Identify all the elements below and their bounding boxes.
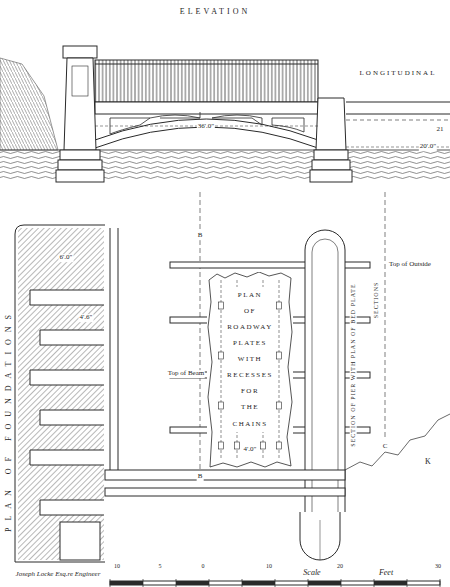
scale-unit: Feet <box>378 569 394 578</box>
chain-recess <box>277 402 282 409</box>
scale-number: 20 <box>336 563 344 570</box>
foundation-outline <box>15 225 105 562</box>
foundation-slots <box>40 500 104 515</box>
scale-fill <box>374 581 407 585</box>
pier <box>64 58 96 150</box>
elevation <box>56 170 104 182</box>
foundation-slots <box>40 330 104 345</box>
view-title: ELEVATION <box>179 8 251 17</box>
scale-fill <box>176 581 209 585</box>
foundation-slots <box>40 410 104 425</box>
plan-heading: PLAN OF FOUNDATIONS <box>4 306 13 534</box>
scale-number: 5 <box>158 563 163 570</box>
scale-fill <box>110 581 143 585</box>
foundation-slots <box>30 290 104 515</box>
spandrel-panels <box>110 112 304 134</box>
dimension: 4'.0" <box>244 445 257 453</box>
foundation-plan: PLAN OF FOUNDATIONS <box>0 225 110 565</box>
plan-heading: PLAN OF ROADWAY PLATES WITH RECESSES FOR… <box>227 287 273 432</box>
railing <box>95 60 318 102</box>
pier-base <box>300 512 340 560</box>
centre-line <box>385 192 386 440</box>
chain-recess <box>219 442 224 449</box>
chain-recess <box>277 352 282 359</box>
foundation-slots <box>30 290 104 305</box>
elevation <box>314 150 348 160</box>
section-mark: K <box>424 458 432 467</box>
scale-bar <box>110 581 440 585</box>
torn-outline <box>208 272 292 467</box>
section-mark: C <box>382 443 389 451</box>
scale-number: 0 <box>201 563 206 570</box>
elevation <box>150 115 262 118</box>
chain-recess <box>277 302 282 309</box>
roadway-plates-plan: PLAN OF ROADWAY PLATES WITH RECESSES FOR… <box>207 272 293 468</box>
elevation <box>312 160 350 170</box>
elevation <box>58 160 102 170</box>
plan <box>118 228 119 470</box>
scale-number: 10 <box>265 563 273 570</box>
section-mark: B <box>197 473 204 481</box>
dimension: 20'.0" <box>419 143 437 151</box>
pier <box>316 98 346 150</box>
scale-title: Scale <box>302 569 321 578</box>
foundation-hatch <box>18 228 104 560</box>
foundation-slots <box>30 450 104 465</box>
elevation <box>95 64 318 65</box>
deck <box>95 102 318 114</box>
chain-recess <box>261 442 266 449</box>
chain-recess <box>277 442 282 449</box>
scale-fill <box>308 581 341 585</box>
scale-fill <box>242 581 275 585</box>
scale-number: 30 <box>434 563 442 570</box>
pier-base <box>60 522 100 560</box>
level-note: Top of Beam <box>167 370 205 378</box>
chain-recess <box>219 402 224 409</box>
plan <box>320 520 321 560</box>
view-title: LONGITUDINAL <box>359 70 438 78</box>
chain-recess <box>235 442 240 449</box>
elevation <box>346 120 450 121</box>
level-note: Top of Outside <box>388 261 432 269</box>
pier-cap <box>63 46 97 58</box>
chain-recess <box>219 302 224 309</box>
dimension: 36'.0" <box>197 123 215 131</box>
chain-recess <box>219 352 224 359</box>
river-bank <box>0 58 58 150</box>
plan <box>105 488 345 496</box>
elevation <box>72 66 88 96</box>
scale-fill <box>110 581 407 585</box>
section-title: SECTIONS <box>373 281 380 320</box>
elevation <box>60 150 100 160</box>
scale-ticks <box>110 579 440 587</box>
plan <box>110 228 111 470</box>
dimension: 21 <box>436 126 445 134</box>
foundation-slots <box>30 370 104 385</box>
scale-number: 10 <box>113 563 121 570</box>
engineer-credit: Joseph Locke Esq.re Engineer <box>15 571 102 579</box>
plan <box>15 225 450 585</box>
bed-plate <box>105 470 345 480</box>
elevation <box>310 170 352 182</box>
section-mark: B <box>197 232 204 240</box>
elevation <box>346 102 450 103</box>
section-title: SECTION OF PIER WITH PLAN OF BED PLATE <box>350 282 357 447</box>
dimension: 6'.0" <box>59 254 74 262</box>
elevation <box>346 114 450 115</box>
torn-edge <box>345 414 450 470</box>
dimension: 4'.6" <box>79 314 94 322</box>
scale-ticks <box>440 579 441 587</box>
